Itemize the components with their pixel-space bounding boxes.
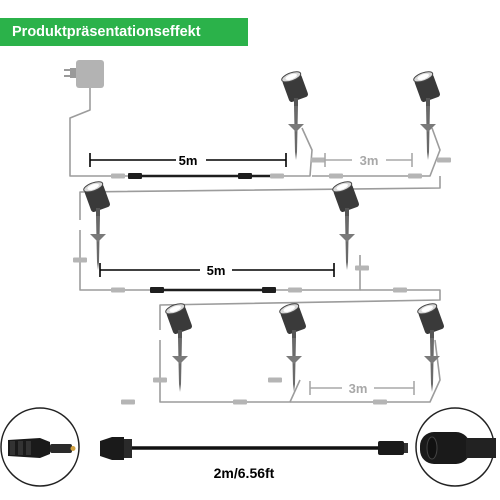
spotlight-icon bbox=[330, 179, 361, 271]
spotlight-icon bbox=[163, 301, 194, 393]
dimension-label: 5m bbox=[179, 153, 198, 168]
dimension-middle-5m bbox=[99, 263, 335, 277]
dimension-bottom-3m bbox=[309, 381, 415, 395]
power-adapter-icon bbox=[64, 60, 104, 88]
dimension-label: 3m bbox=[349, 381, 368, 396]
extension-cable bbox=[0, 407, 496, 487]
spotlight-icon bbox=[411, 69, 442, 161]
spotlight-icon bbox=[277, 301, 308, 393]
title-banner: Produktpräsentationseffekt bbox=[0, 18, 248, 46]
cable-length-label: 2m/6.56ft bbox=[214, 465, 275, 481]
dimension-top-5m bbox=[89, 153, 287, 167]
spotlight-icon bbox=[81, 179, 112, 271]
spotlight-icon bbox=[279, 69, 310, 161]
dimension-top-3m bbox=[324, 153, 413, 167]
dimension-label: 5m bbox=[207, 263, 226, 278]
dimension-label: 3m bbox=[360, 153, 379, 168]
